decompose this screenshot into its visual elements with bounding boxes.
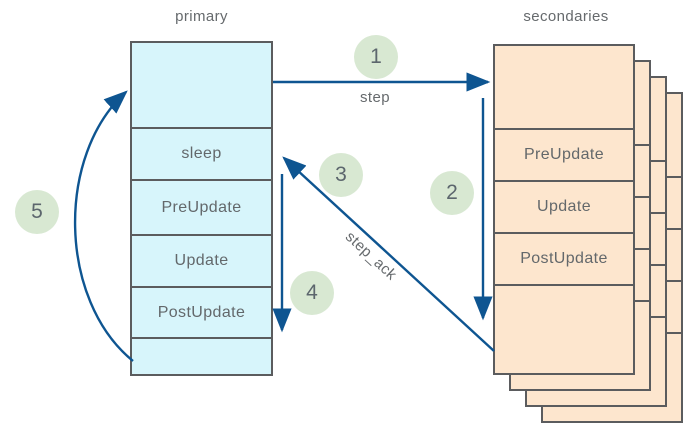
secondary-row-postupdate: PostUpdate — [495, 232, 633, 284]
primary-row-sleep: sleep — [132, 127, 271, 179]
primary-row-preupdate: PreUpdate — [132, 179, 271, 234]
primary-title: primary — [175, 8, 228, 25]
step-ack-edge-label: step_ack — [341, 228, 401, 284]
step-edge-label: step — [360, 89, 390, 106]
secondary-row-update: Update — [495, 180, 633, 232]
step-circle-1: 1 — [354, 35, 398, 79]
primary-row-update: Update — [132, 234, 271, 286]
secondary-lifecycle-box: PreUpdate Update PostUpdate — [493, 44, 635, 375]
secondary-row-preupdate: PreUpdate — [495, 128, 633, 180]
primary-lifecycle-box: sleep PreUpdate Update PostUpdate — [130, 41, 273, 376]
step-circle-3: 3 — [319, 153, 363, 197]
primary-step-section — [132, 43, 271, 127]
secondary-receive-section — [495, 46, 633, 128]
step-circle-5: 5 — [15, 190, 59, 234]
secondaries-title: secondaries — [523, 8, 609, 25]
loop-back-arrow — [73, 90, 134, 362]
primary-row-postupdate: PostUpdate — [132, 286, 271, 337]
secondary-ack-section — [495, 284, 633, 373]
primary-loop-section — [132, 337, 271, 374]
step-circle-4: 4 — [290, 271, 334, 315]
step-circle-2: 2 — [430, 171, 474, 215]
